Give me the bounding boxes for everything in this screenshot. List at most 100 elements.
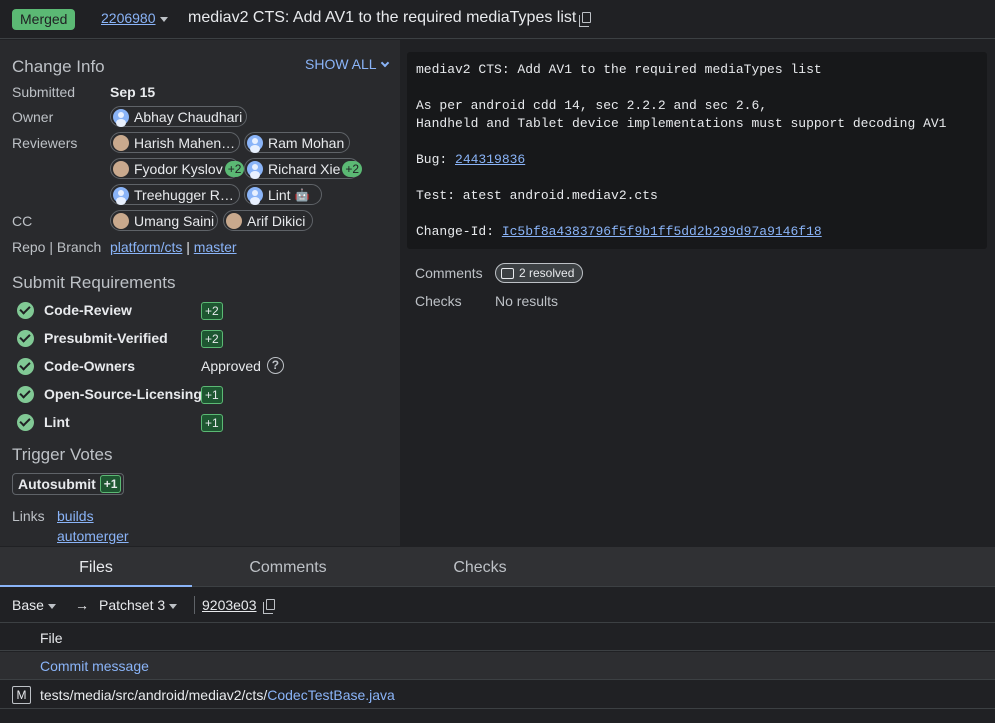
tab-checks[interactable]: Checks	[453, 559, 507, 576]
cc-name[interactable]: Arif Dikici	[247, 212, 306, 229]
automerger-link[interactable]: automerger	[57, 528, 129, 544]
requirement-row[interactable]: Presubmit-Verified	[17, 327, 168, 349]
show-all-label[interactable]: SHOW ALL	[305, 56, 377, 72]
copy-icon[interactable]	[579, 12, 592, 27]
comments-label: Comments	[415, 265, 483, 281]
tab-files[interactable]: Files	[0, 547, 192, 587]
change-info-panel: Change Info SHOW ALL Submitted Sep 15 Ow…	[0, 40, 400, 546]
blank-line	[416, 133, 978, 151]
change-number-link[interactable]: 2206980	[101, 10, 168, 26]
commit-sha-link[interactable]: 9203e03	[202, 597, 257, 613]
file-directory[interactable]: tests/media/src/android/mediav2/cts/	[40, 687, 268, 703]
change-title-text: mediav2 CTS: Add AV1 to the required med…	[188, 9, 577, 26]
approved-status: Approved ?	[201, 357, 284, 374]
commit-body-line: Handheld and Tablet device implementatio…	[416, 116, 947, 131]
tab-comments[interactable]: Comments	[249, 559, 327, 576]
commit-message-link[interactable]: Commit message	[40, 658, 149, 674]
requirement-row[interactable]: Open-Source-Licensing	[17, 383, 202, 405]
blank-line	[416, 169, 978, 187]
owner-label: Owner	[12, 109, 54, 125]
change-title: mediav2 CTS: Add AV1 to the required med…	[188, 9, 592, 27]
requirement-row[interactable]: Code-Review	[17, 299, 132, 321]
reviewer-name[interactable]: Ram Mohan	[268, 134, 345, 151]
cc-name[interactable]: Umang Saini	[134, 212, 215, 229]
reviewer-name[interactable]: Lint	[268, 186, 291, 203]
modified-status-badge: M	[12, 686, 31, 704]
check-circle-icon	[17, 301, 34, 319]
requirement-row[interactable]: Code-Owners	[17, 355, 135, 377]
avatar	[113, 186, 129, 205]
trigger-vote-name[interactable]: Autosubmit	[18, 476, 96, 492]
approved-text: Approved	[201, 357, 261, 374]
comments-resolved-chip[interactable]: 2 resolved	[495, 263, 584, 283]
bug-link[interactable]: 244319836	[455, 152, 526, 167]
requirement-name: Code-Review	[44, 302, 132, 318]
divider	[194, 596, 195, 614]
change-info-title: Change Info	[12, 57, 105, 76]
reviewer-chip[interactable]: Fyodor Kyslov +2	[110, 158, 245, 179]
owner-chip[interactable]: Abhay Chaudhari	[110, 106, 247, 127]
tab-bar: Files Comments Checks	[0, 547, 995, 587]
avatar	[113, 160, 129, 177]
test-line: Test: atest android.mediav2.cts	[416, 188, 658, 203]
file-name[interactable]: CodecTestBase.java	[267, 687, 395, 703]
reviewer-chip[interactable]: Lint 🤖	[244, 184, 322, 205]
chevron-down-icon[interactable]	[380, 58, 389, 68]
checks-value: No results	[495, 293, 559, 309]
owner-name[interactable]: Abhay Chaudhari	[134, 108, 243, 125]
reviewers-label: Reviewers	[12, 135, 78, 151]
reviewer-name[interactable]: Richard Xie	[268, 160, 341, 177]
comment-icon	[501, 267, 514, 279]
patchset-label[interactable]: Patchset 3	[99, 597, 166, 613]
repo-branch-value: platform/cts | master	[110, 239, 237, 255]
reviewer-name[interactable]: Harish Mahen…	[134, 134, 236, 151]
commit-body-line: As per android cdd 14, sec 2.2.2 and sec…	[416, 98, 768, 113]
file-row[interactable]: Commit message	[0, 652, 995, 680]
reviewer-chip[interactable]: Ram Mohan	[244, 132, 350, 153]
check-circle-icon	[17, 385, 34, 403]
patchset-dropdown[interactable]: Patchset 3	[99, 597, 178, 613]
trigger-votes-title: Trigger Votes	[12, 445, 113, 464]
vote-badge: +1	[201, 414, 223, 432]
reviewer-chip[interactable]: Treehugger R…	[110, 184, 240, 205]
cc-label: CC	[12, 213, 33, 229]
avatar	[226, 212, 242, 229]
vote-badge: +2	[201, 302, 223, 320]
chevron-down-icon[interactable]	[159, 16, 168, 22]
submit-requirements-title: Submit Requirements	[12, 273, 176, 292]
blank-line	[416, 205, 978, 223]
help-icon[interactable]: ?	[266, 357, 284, 374]
copy-icon[interactable]	[263, 599, 275, 614]
reviewer-chip[interactable]: Richard Xie +2	[244, 158, 363, 179]
submitted-value: Sep 15	[110, 84, 156, 100]
links-label: Links	[12, 508, 45, 524]
avatar	[113, 134, 129, 151]
branch-link[interactable]: master	[193, 239, 237, 255]
reviewer-name[interactable]: Treehugger R…	[134, 186, 234, 203]
file-row[interactable]: M tests/media/src/android/mediav2/cts/Co…	[0, 681, 995, 709]
autosubmit-chip[interactable]: Autosubmit +1	[12, 473, 125, 495]
submitted-label: Submitted	[12, 84, 76, 100]
arrow-right-icon: →	[75, 597, 89, 613]
cc-chip[interactable]: Arif Dikici	[223, 210, 313, 231]
reviewer-name[interactable]: Fyodor Kyslov	[134, 160, 223, 177]
cc-chip[interactable]: Umang Saini	[110, 210, 218, 231]
comments-resolved-text[interactable]: 2 resolved	[519, 266, 575, 280]
reviewer-chip[interactable]: Harish Mahen…	[110, 132, 240, 153]
change-number[interactable]: 2206980	[101, 10, 156, 26]
change-id-link[interactable]: Ic5bf8a4383796f5f9b1ff5dd2b299d97a9146f1…	[501, 224, 822, 239]
builds-link[interactable]: builds	[57, 508, 94, 524]
base-label[interactable]: Base	[12, 597, 44, 613]
change-id-line: Change-Id: Ic5bf8a4383796f5f9b1ff5dd2b29…	[416, 223, 978, 241]
base-dropdown[interactable]: Base	[12, 597, 56, 613]
chevron-down-icon[interactable]	[169, 603, 178, 609]
chevron-down-icon[interactable]	[47, 603, 56, 609]
show-all-button[interactable]: SHOW ALL	[305, 56, 389, 72]
bug-line: Bug: 244319836	[416, 151, 978, 169]
file-path[interactable]: tests/media/src/android/mediav2/cts/Code…	[40, 687, 395, 703]
status-badge: Merged	[12, 9, 76, 30]
vote-badge: +1	[201, 386, 223, 404]
patchset-bar: Base → Patchset 3 9203e03	[0, 588, 995, 623]
requirement-row[interactable]: Lint	[17, 411, 70, 433]
repo-link[interactable]: platform/cts	[110, 239, 183, 255]
